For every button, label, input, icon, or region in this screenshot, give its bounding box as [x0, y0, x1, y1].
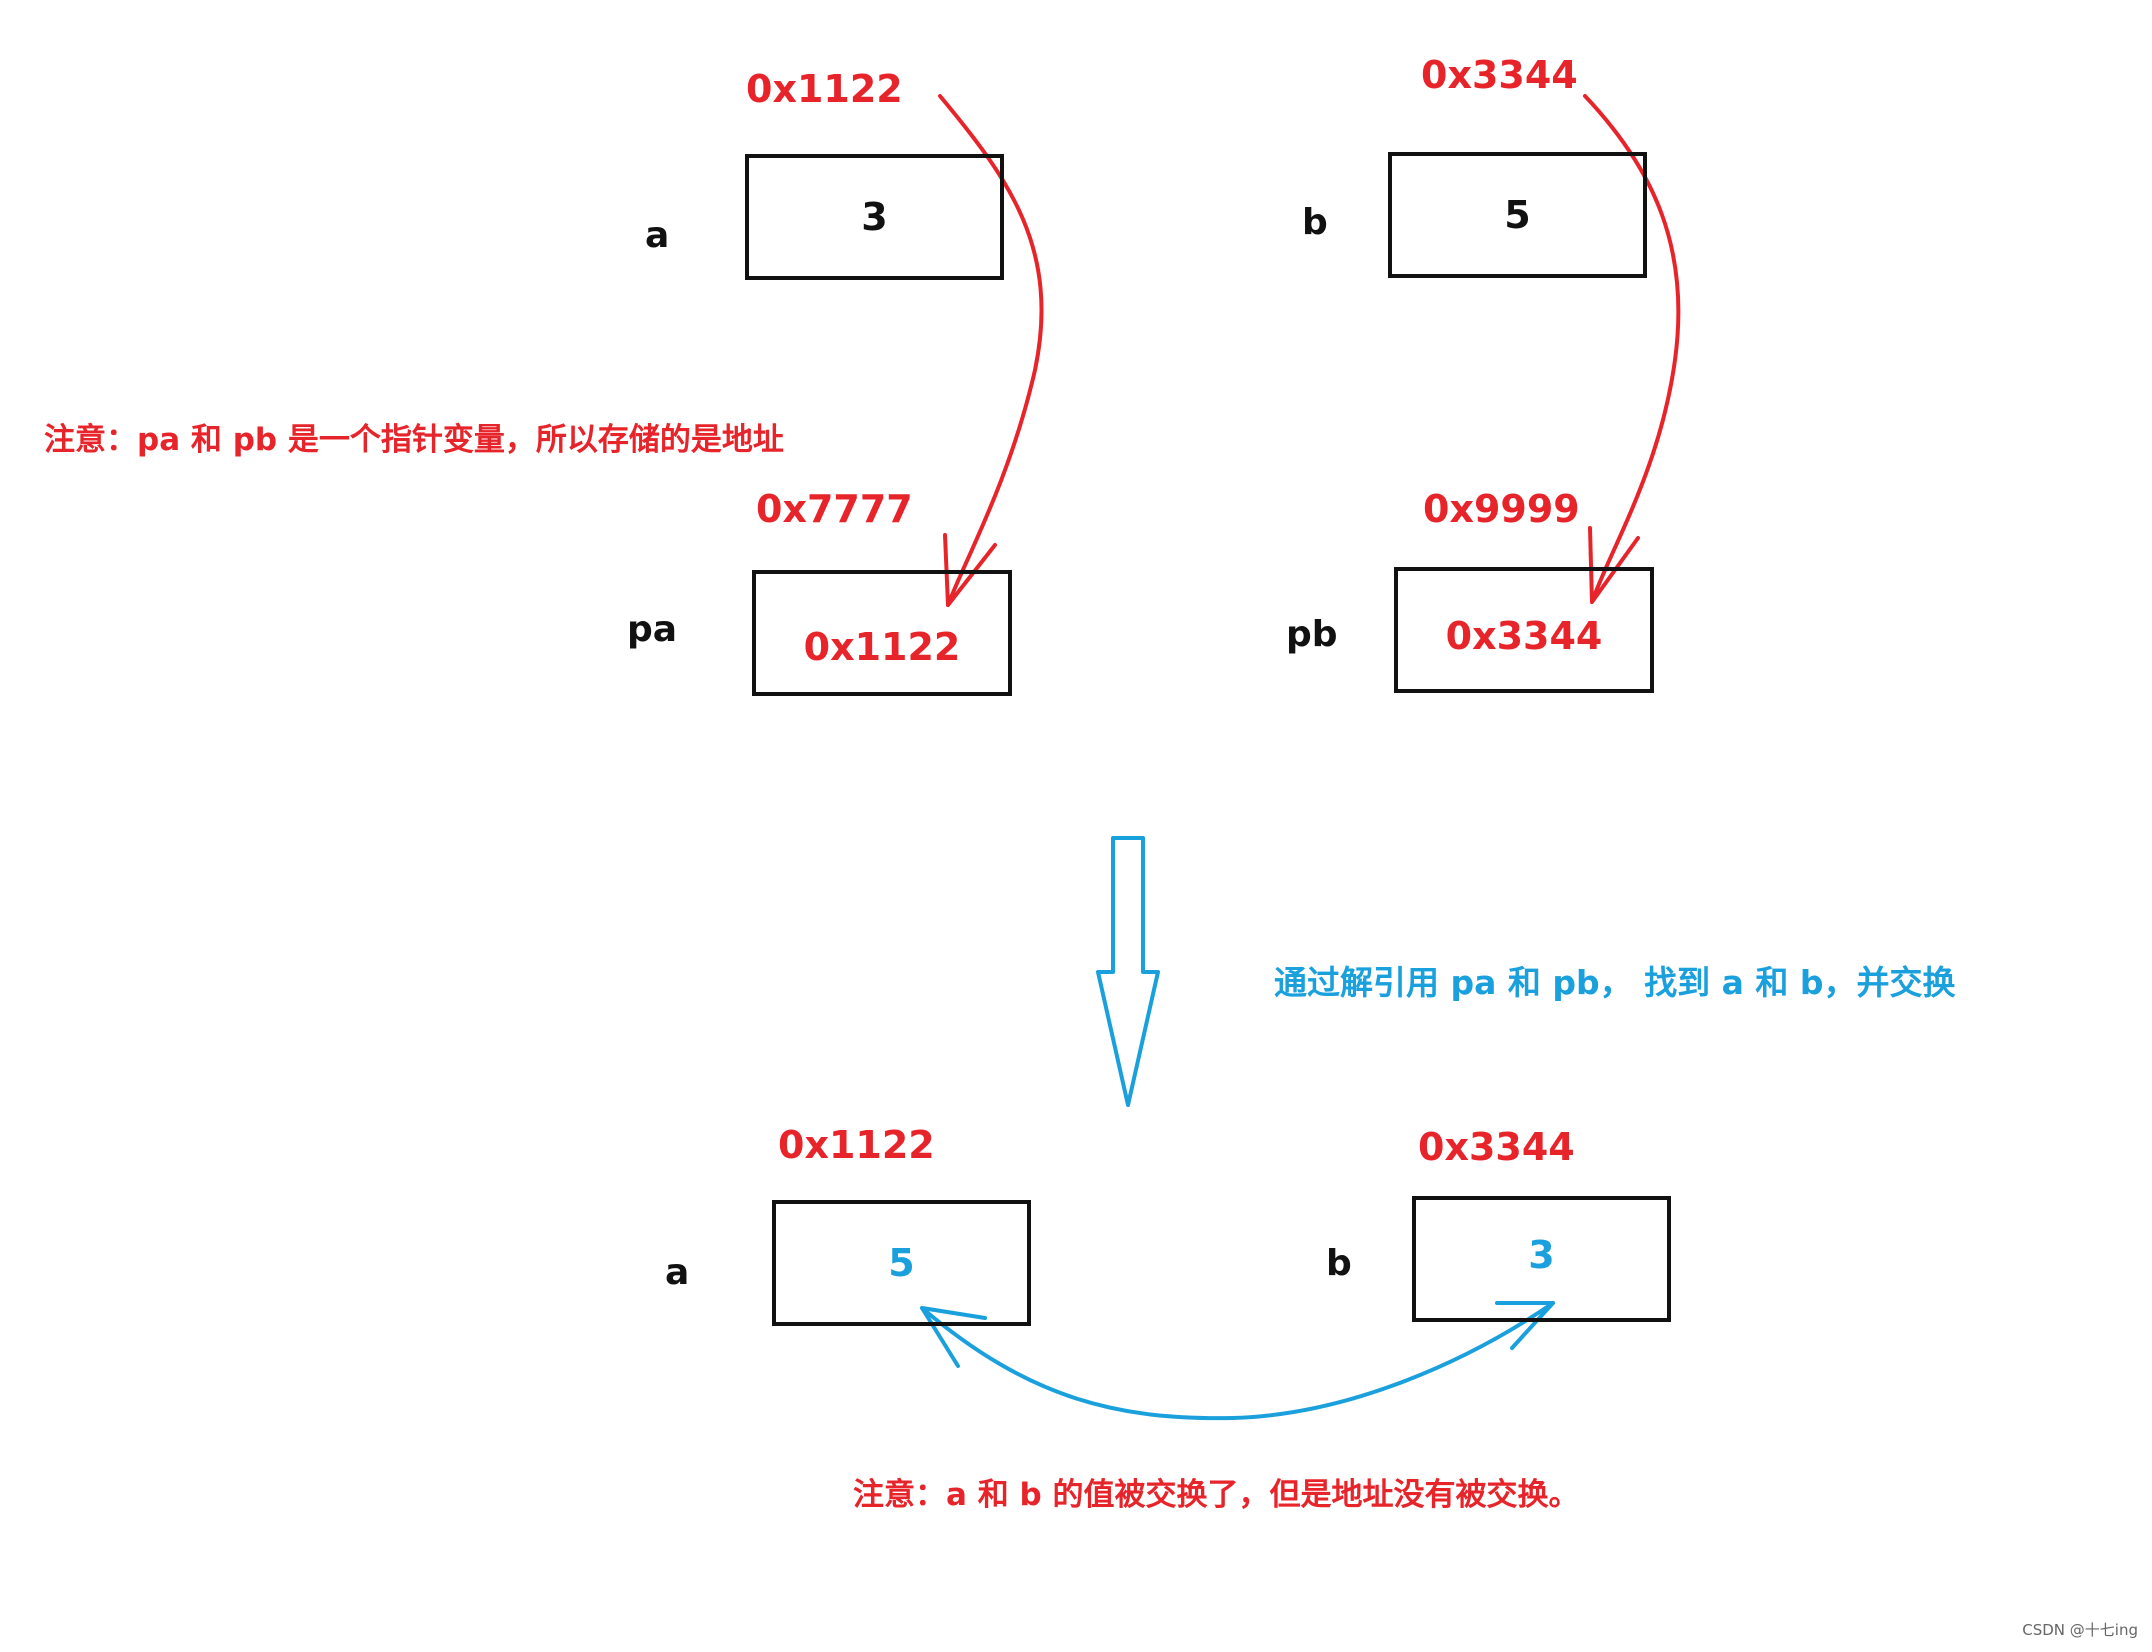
- a-memory-box: 3: [745, 154, 1004, 280]
- b-value: 5: [1504, 193, 1531, 237]
- b-address-label: 0x3344: [1421, 53, 1578, 97]
- watermark: CSDN @十七ing: [2022, 1621, 2138, 1639]
- pointer-arrow-pb: [1583, 94, 1681, 604]
- b-memory-box: 5: [1388, 152, 1647, 278]
- pointer-arrowhead-pa: [943, 533, 997, 607]
- pointer-arrowhead-pb: [1588, 526, 1640, 604]
- swapped-a-variable-label: a: [665, 1252, 690, 1293]
- swap-arrowhead-right: [1495, 1301, 1555, 1350]
- swapped-a-memory-box: 5: [772, 1200, 1031, 1326]
- swapped-b-variable-label: b: [1326, 1243, 1352, 1284]
- pb-value: 0x3344: [1445, 614, 1603, 658]
- swap-arrowhead-left: [920, 1306, 987, 1368]
- swapped-b-memory-box: 3: [1412, 1196, 1671, 1322]
- pointer-arrow-pa: [938, 94, 1044, 607]
- deref-note: 通过解引用 pa 和 pb， 找到 a 和 b，并交换: [1274, 963, 1956, 1002]
- a-value: 3: [861, 195, 888, 239]
- a-variable-label: a: [645, 215, 670, 256]
- swapped-b-address-label: 0x3344: [1418, 1125, 1575, 1169]
- b-variable-label: b: [1302, 202, 1328, 243]
- swapped-a-address-label: 0x1122: [778, 1123, 935, 1167]
- pa-value: 0x1122: [803, 625, 961, 669]
- down-arrow: [1096, 836, 1160, 1107]
- pb-variable-label: pb: [1286, 614, 1338, 655]
- swap-note: 注意：a 和 b 的值被交换了，但是地址没有被交换。: [853, 1477, 1580, 1513]
- pa-memory-box: 0x1122: [752, 570, 1012, 696]
- pb-memory-box: 0x3344: [1394, 567, 1654, 693]
- pa-address-label: 0x7777: [756, 487, 913, 531]
- pointer-note: 注意：pa 和 pb 是一个指针变量，所以存储的是地址: [44, 422, 784, 458]
- swapped-b-value: 3: [1528, 1233, 1555, 1277]
- a-address-label: 0x1122: [746, 67, 903, 111]
- pa-variable-label: pa: [627, 609, 678, 650]
- swapped-a-value: 5: [888, 1241, 915, 1285]
- swap-arrow: [920, 1301, 1555, 1421]
- pb-address-label: 0x9999: [1423, 487, 1580, 531]
